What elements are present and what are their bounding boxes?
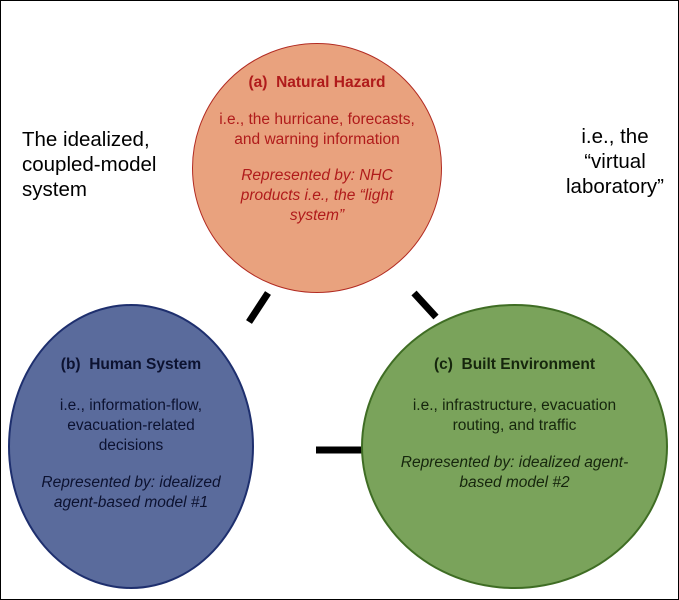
- human-system-title: (b) Human System: [60, 356, 202, 373]
- built-environment-node: (c) Built Environment i.e., infrastructu…: [361, 304, 668, 589]
- natural-hazard-title: (a) Natural Hazard: [248, 74, 386, 91]
- edge-hazard-human: [246, 291, 271, 324]
- human-system-represented-by: Represented by: idealized agent-based mo…: [41, 474, 221, 511]
- natural-hazard-node: (a) Natural Hazard i.e., the hurricane, …: [192, 43, 442, 293]
- natural-hazard-represented-by: Represented by: NHC products i.e., the “…: [240, 167, 394, 224]
- built-environment-represented-by: Represented by: idealized agent-based mo…: [400, 454, 629, 491]
- coupled-model-system-label: The idealized, coupled-model system: [22, 128, 157, 201]
- human-system-node: (b) Human System i.e., information-flow,…: [8, 304, 254, 589]
- edge-hazard-built: [411, 290, 439, 320]
- built-environment-title: (c) Built Environment: [433, 356, 596, 373]
- built-environment-description: i.e., infrastructure, evacuation routing…: [412, 397, 617, 434]
- human-system-description: i.e., information-flow, evacuation-relat…: [59, 397, 203, 454]
- virtual-laboratory-label: i.e., the “virtual laboratory”: [566, 125, 664, 198]
- natural-hazard-description: i.e., the hurricane, forecasts, and warn…: [219, 111, 415, 148]
